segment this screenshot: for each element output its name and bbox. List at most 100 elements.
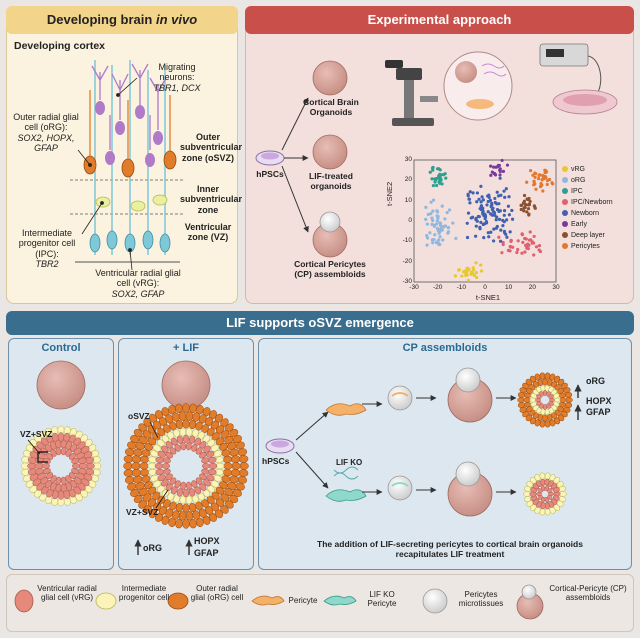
organoid-cell [174,480,181,489]
tsne-point [486,194,490,198]
organoid-cell [210,444,219,452]
tsne-point [504,232,508,236]
tsne-point [439,227,443,231]
tsne-point [438,223,442,228]
tsne-point [529,169,533,173]
tsne-point [502,229,507,233]
lif-art [123,360,249,555]
tsne-point [496,194,501,198]
organoid-cell [182,519,190,529]
organoid-cell [542,414,548,422]
legend-lif-ko-pericyte: LIF KO Pericyte [367,590,397,609]
tsne-point [528,199,532,204]
organoid-cell [544,496,549,503]
organoid-cell [180,481,187,490]
tsne-point [433,180,437,184]
tsne-legend-swatch [562,210,568,217]
organoid-cell [71,463,81,469]
tsne-point [490,201,494,205]
lif-banner: LIF supports oSVZ emergence [6,311,634,335]
organoid-cell [201,468,210,475]
tsne-point [523,205,527,210]
developing-brain-panel [6,6,238,304]
legend-icons [14,584,544,620]
organoid-cell [131,462,141,470]
tsne-point [522,193,527,198]
tsne-point [527,203,531,207]
tsne-point [431,165,435,170]
tsne-point [505,235,509,239]
tsne-point [520,232,524,236]
assembloid-microtissue [319,211,341,233]
tsne-point [444,176,448,180]
legend-pericyte: Pericyte [288,596,318,605]
tsne-point [470,271,475,275]
experimental-approach-header: Experimental approach [245,6,634,34]
tsne-point [496,165,500,169]
tsne-point [429,211,433,216]
tsne-point [551,182,555,186]
osvz-zone-label: Outer subventricular zone (oSVZ) [180,132,243,163]
tsne-point [441,238,445,242]
tsne-point [437,174,441,178]
lif-gfap-label: GFAP [194,548,219,558]
organoid-cell [139,462,149,470]
tsne-point [541,189,545,193]
tsne-point [537,243,542,248]
lif-vzsvz-label: VZ+SVZ [126,507,159,517]
tsne-point [502,189,506,193]
tsne-point [443,224,447,228]
organoid-cell [45,453,54,460]
tsne-point [428,231,432,235]
control-organoid [36,360,86,410]
cp-ring-bottom [523,472,567,516]
ipc-title: Intermediate progenitor cell (IPC): [18,228,76,259]
organoid-cell [231,462,241,470]
tsne-point [532,234,536,239]
tsne-point [479,263,483,267]
organoid-cell [541,485,546,492]
pericyte-ko [325,489,367,502]
organoid-cell [123,462,133,470]
tsne-legend-item: IPC [562,188,583,196]
tsne-legend-item: IPC/Newborn [562,199,613,207]
organoid-cell [182,434,190,444]
tsne-xtick: 30 [552,284,560,291]
tsne-point [486,210,490,214]
tsne-point [489,164,493,168]
tsne-point [467,267,471,271]
tsne-xtick: -30 [409,284,419,291]
tsne-point [428,170,432,174]
organoid-cell [195,477,203,485]
organoid-cell [199,473,207,481]
tsne-point [498,209,502,213]
vrg-markers: SOX2, GFAP [111,288,165,299]
cortex-drawing [70,60,185,271]
cp-title: CP assembloids [402,342,488,354]
tsne-point [520,251,524,255]
organoid-cell [42,468,51,475]
tsne-point [540,183,544,187]
tsne-legend-swatch [562,166,568,173]
tsne-point [431,218,435,223]
organoid-cell [179,495,187,505]
tsne-point [479,200,483,204]
organoid-cell [185,481,192,490]
tsne-point [457,267,462,272]
organoid-cell [537,488,543,493]
tsne-point [515,250,519,255]
organoid-cell [559,491,567,497]
tsne-point [523,202,528,207]
tsne-plot [413,158,557,283]
tsne-legend-label: IPC/Newborn [571,199,613,206]
tsne-point [466,192,470,197]
developing-brain-header-text: Developing brain [46,12,153,27]
tsne-point [426,212,430,217]
tsne-point [478,207,482,211]
tsne-point [501,218,505,222]
tsne-point [532,253,536,257]
tsne-point [435,219,439,223]
tsne-legend-label: Pericytes [571,243,600,250]
tsne-point [431,198,436,202]
